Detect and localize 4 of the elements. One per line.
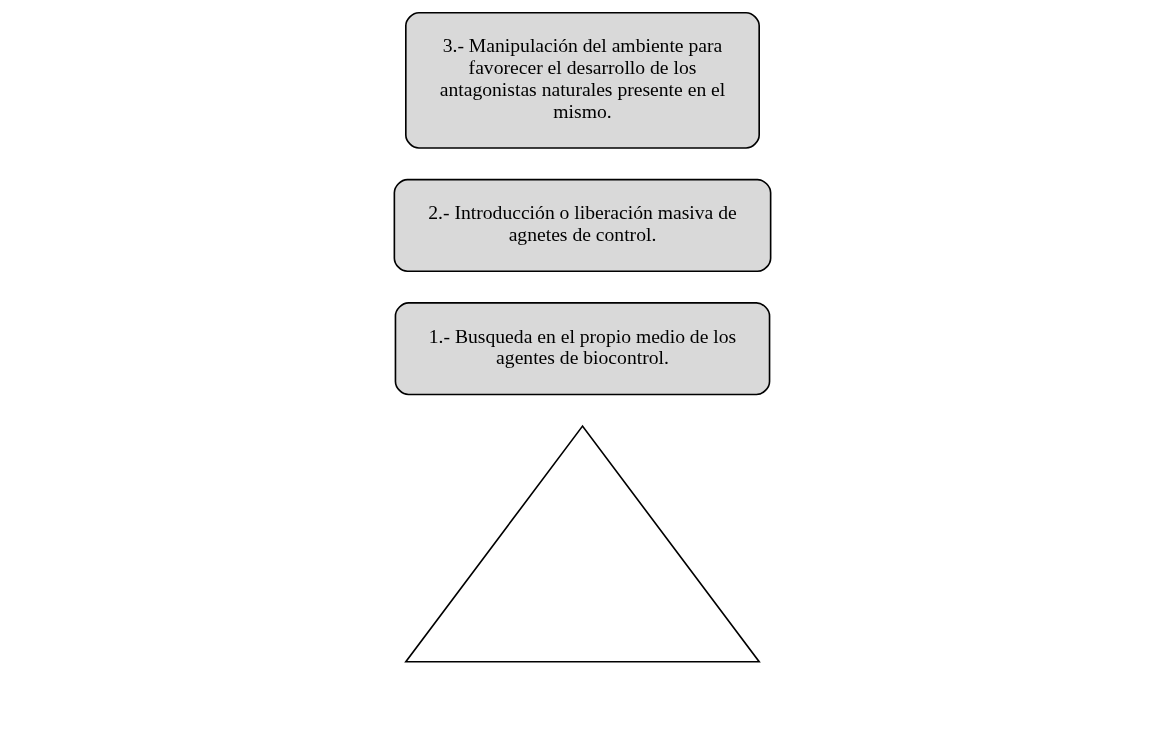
node-box: 1.- Busqueda en el propio medio de los agentes de biocontrol. (394, 302, 771, 396)
node-box: 3.- Manipulación del ambiente para favorecer el desarrollo de los antagonistas naturales presente en el mismo. (405, 11, 760, 149)
node-triangle (404, 424, 761, 663)
node-box: 2.- Introducción o liberación masiva de agnetes de control. (393, 178, 772, 273)
